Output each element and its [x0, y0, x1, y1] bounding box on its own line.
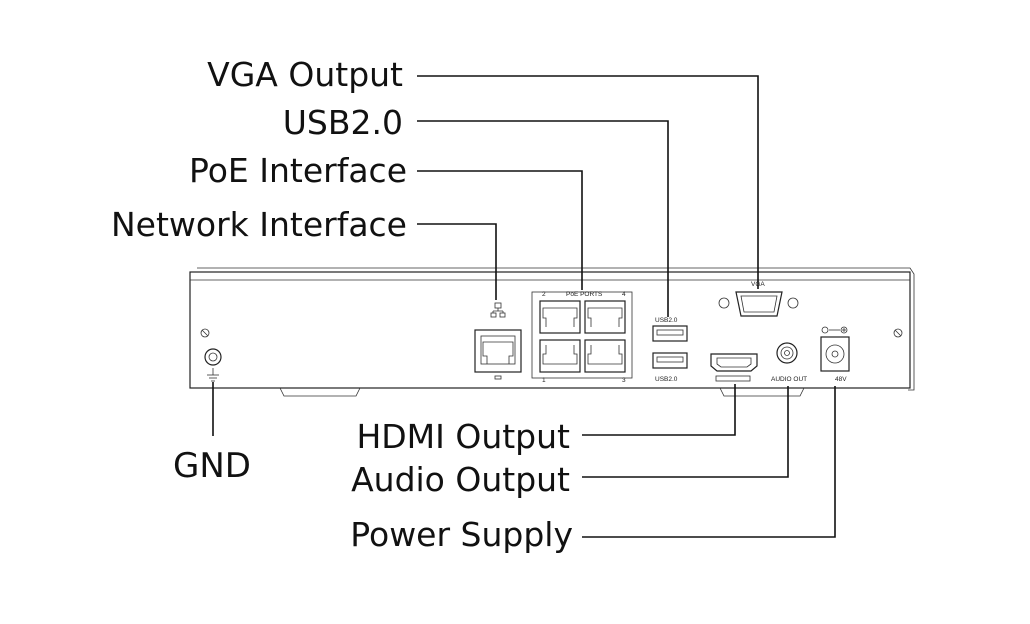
poe-port-number-2: 2	[542, 291, 546, 298]
power-voltage-label: 48V	[835, 376, 847, 383]
power-supply-callout: Power Supply	[350, 515, 573, 554]
leader-lines	[212, 75, 836, 538]
gnd-terminal	[204, 348, 222, 382]
poe-port-number-3: 3	[622, 377, 626, 384]
network-icon	[490, 302, 506, 318]
poe-ports-label: PoE PORTS	[566, 291, 603, 298]
usb-callout: USB2.0	[283, 103, 403, 142]
usb-bottom-label: USB2.0	[655, 376, 678, 383]
power-input-port: 48V	[820, 326, 850, 383]
audio-out-port: AUDIO OUT	[771, 342, 807, 383]
network-port	[474, 302, 522, 380]
hdmi-output-callout: HDMI Output	[356, 417, 570, 456]
gnd-callout: GND	[173, 446, 251, 486]
poe-port-number-4: 4	[622, 291, 626, 298]
poe-port-number-1: 1	[542, 377, 546, 384]
poe-ports: 2 PoE PORTS 4 1 3	[531, 291, 633, 384]
usb-top-label: USB2.0	[655, 317, 678, 324]
polarity-icon	[821, 326, 848, 334]
callout-labels: VGA Output USB2.0 PoE Interface Network …	[111, 55, 573, 554]
audio-out-label: AUDIO OUT	[771, 376, 807, 383]
hdmi-port	[710, 353, 758, 382]
poe-interface-callout: PoE Interface	[189, 151, 407, 190]
network-interface-callout: Network Interface	[111, 205, 407, 244]
usb-ports: USB2.0 USB2.0	[652, 317, 688, 383]
audio-output-callout: Audio Output	[351, 460, 570, 499]
vga-output-callout: VGA Output	[207, 55, 403, 94]
